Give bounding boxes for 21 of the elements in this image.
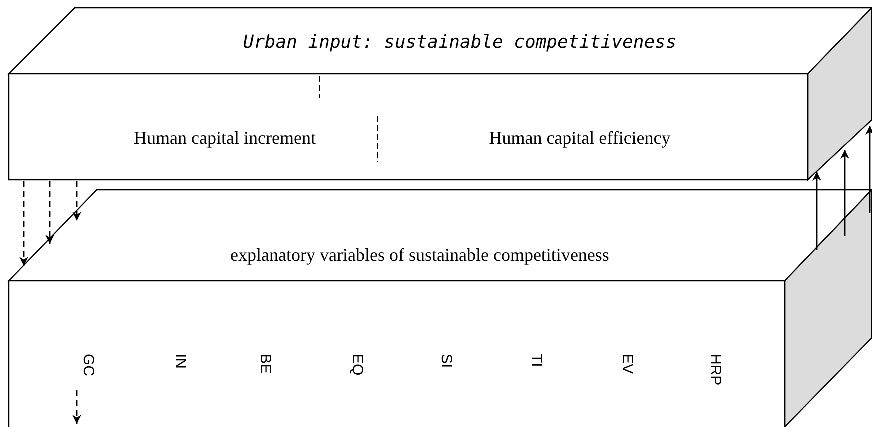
block-heading: Urban input: sustainable competitiveness [242,32,678,54]
dashed-arrow [72,390,82,424]
prism-drawing [8,188,872,427]
variable-label: IN [171,354,189,369]
arrow [866,126,872,213]
dashed-arrow [46,181,54,244]
variable-label: EQ [348,354,366,376]
component-label: Human capital increment [80,127,370,149]
arrow [812,172,822,250]
dashed-arrow [20,181,28,266]
arrow [840,150,850,236]
dashed-arrow [72,181,82,221]
variable-label: GC [79,354,97,376]
variable-label: TI [527,354,545,368]
variable-label: BE [256,354,274,374]
block-heading: explanatory variables of sustainable competitiveness [230,244,610,266]
variable-label: SI [437,354,455,368]
prism-drawing [8,6,872,182]
component-label: Human capital efficiency [420,127,740,149]
variable-label: HRP [706,354,724,386]
variable-label: EV [618,354,636,374]
